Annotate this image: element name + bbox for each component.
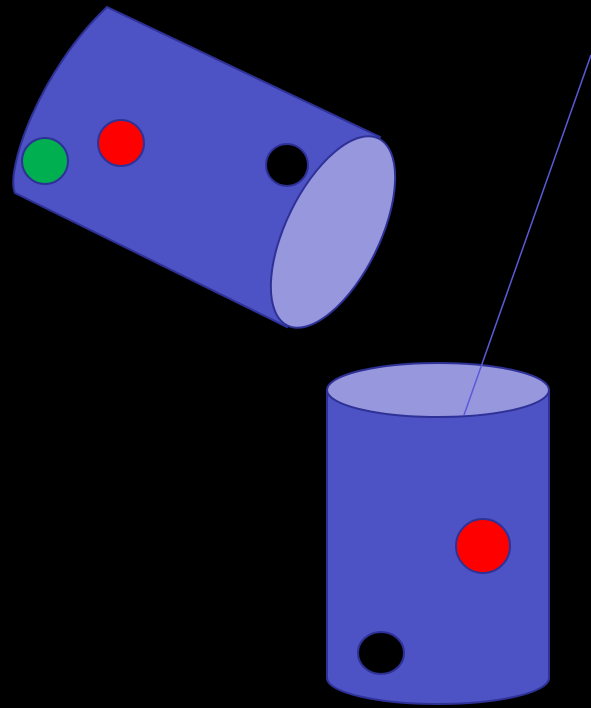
upright-cylinder [327, 363, 549, 704]
upright-cylinder-hole [358, 632, 404, 674]
tilted-cylinder [13, 7, 421, 346]
string-line [464, 55, 591, 415]
tilted-cylinder-green-dot [22, 138, 68, 184]
upright-cylinder-open-top [327, 363, 549, 417]
tilted-cylinder-hole [266, 144, 308, 186]
upright-cylinder-red-dot [456, 519, 510, 573]
tilted-cylinder-red-dot [98, 120, 144, 166]
